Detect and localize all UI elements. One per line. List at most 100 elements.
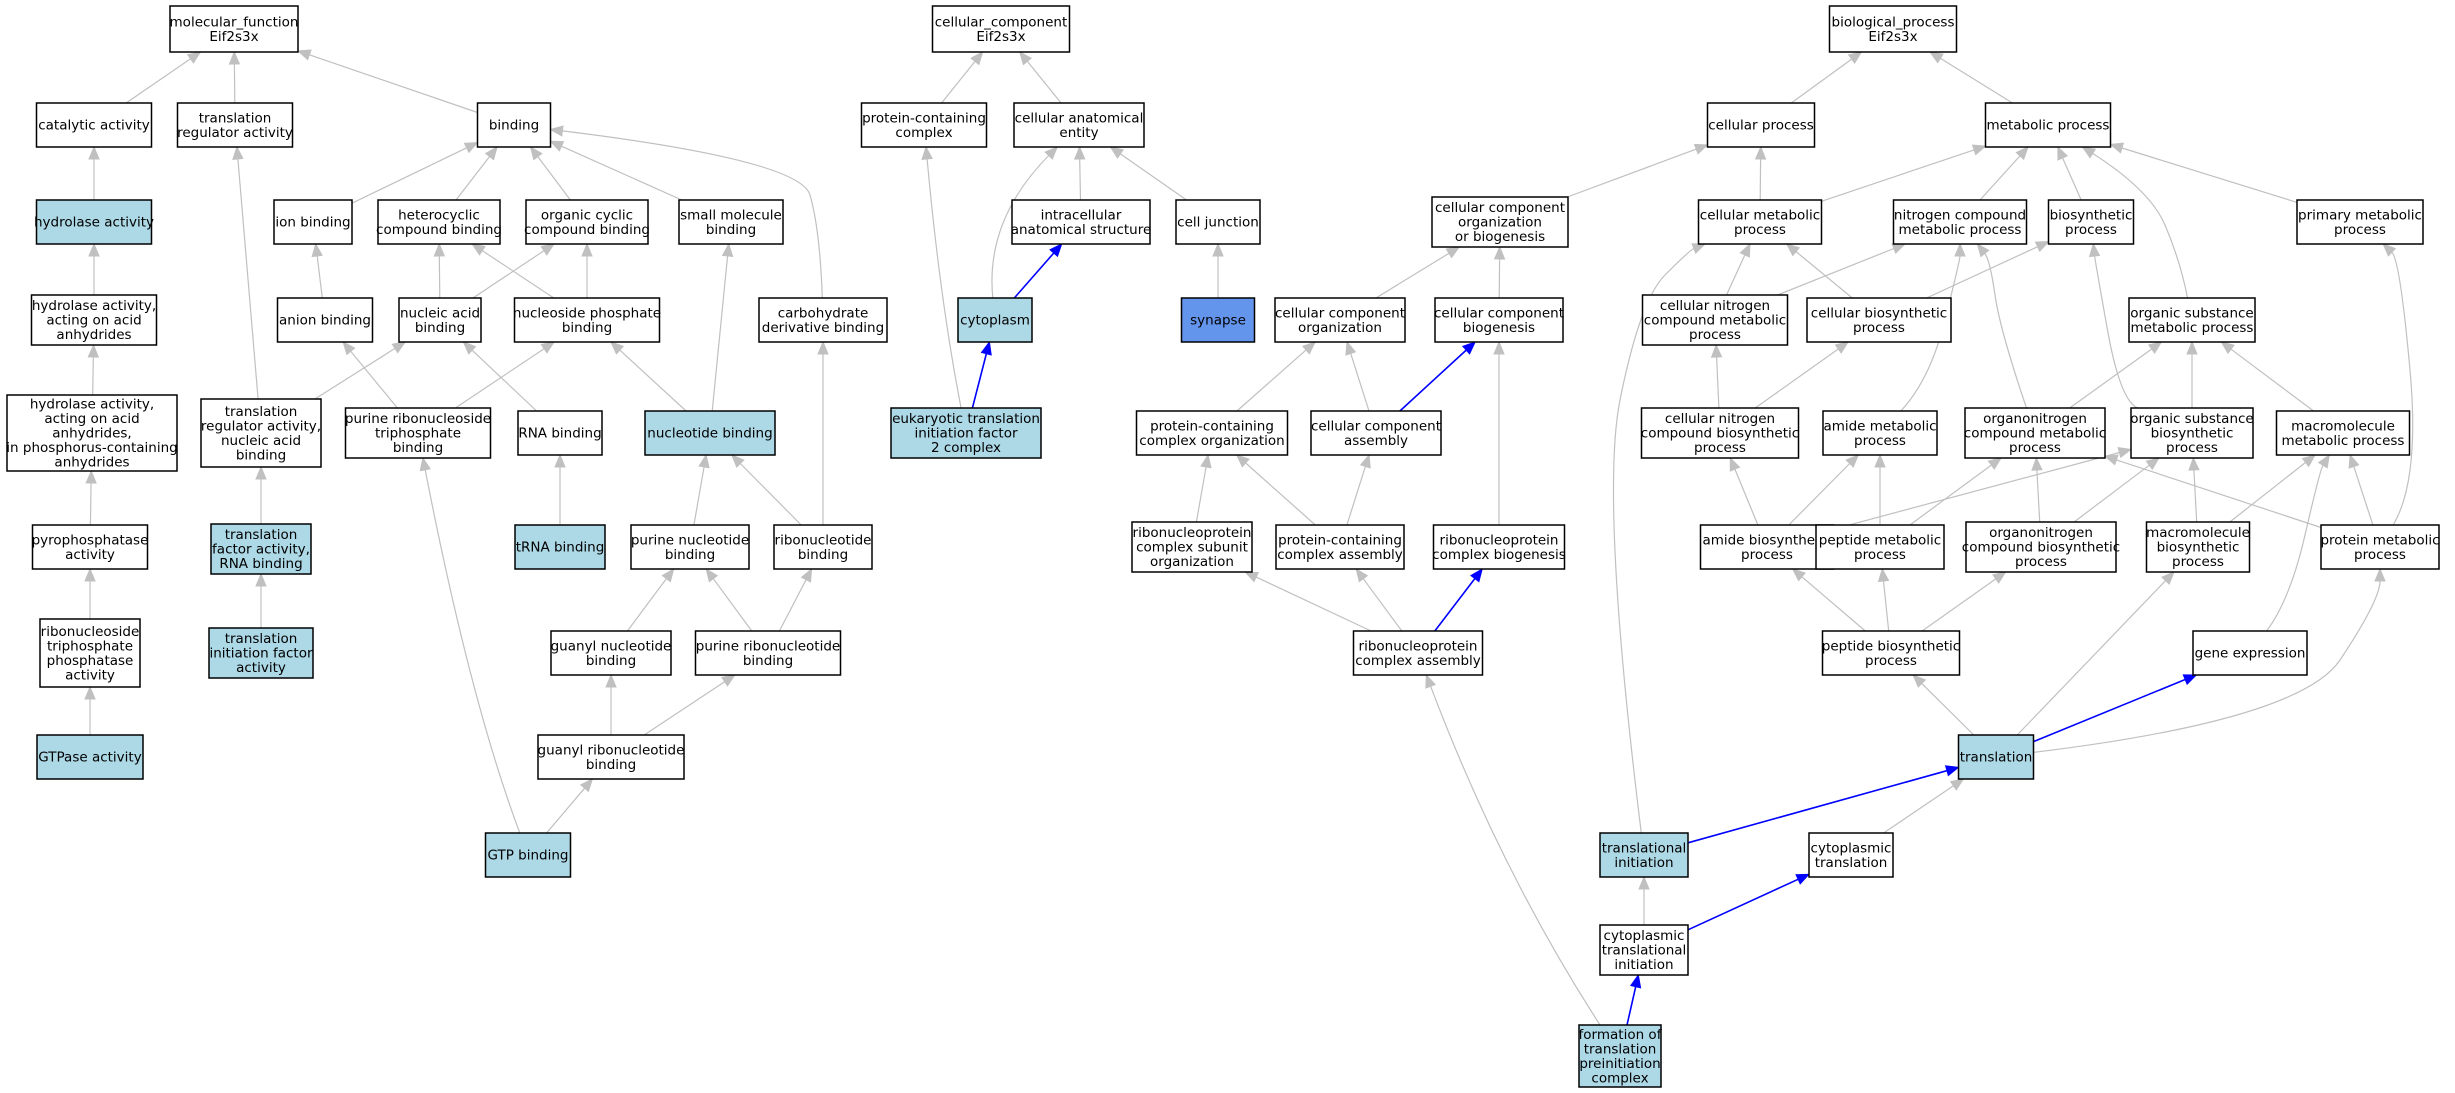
node-box xyxy=(758,297,888,343)
go-term-node-geneexp[interactable]: gene expression xyxy=(2192,630,2308,676)
go-term-node-translation[interactable]: translation xyxy=(1957,734,2035,780)
node-label-line: process xyxy=(2334,222,2386,238)
node-label-line: ribonucleoside xyxy=(41,624,140,640)
go-term-node-rntp[interactable]: ribonucleosidetriphosphatephosphataseact… xyxy=(39,618,141,688)
edge-arrowhead xyxy=(2348,453,2360,469)
go-term-node-cellproc[interactable]: cellular process xyxy=(1706,102,1816,148)
go-term-node-hydro_acid[interactable]: hydrolase activity,acting on acidanhydri… xyxy=(30,294,158,346)
go-term-node-cytoplasm[interactable]: cytoplasm xyxy=(957,297,1033,343)
edge-pcc-to-cc xyxy=(941,50,984,104)
go-term-node-hydrolase[interactable]: hydrolase activity xyxy=(34,199,154,245)
go-term-node-trna[interactable]: tRNA binding xyxy=(514,524,606,570)
node-label-line: heterocyclic xyxy=(398,207,480,223)
node-label-line: Eif2s3x xyxy=(1868,29,1917,45)
edge-biosyn-to-metab xyxy=(2057,145,2082,201)
go-term-node-rna[interactable]: RNA binding xyxy=(517,410,603,456)
go-term-node-catalytic[interactable]: catalytic activity xyxy=(35,102,153,148)
node-label-line: process xyxy=(1741,547,1793,563)
edge-arrowhead xyxy=(721,242,734,257)
go-term-node-nucleotide[interactable]: nucleotide binding xyxy=(644,410,776,456)
go-term-node-anion[interactable]: anion binding xyxy=(276,297,374,343)
edge-arrowhead xyxy=(296,49,312,61)
go-term-node-preinit[interactable]: formation oftranslationpreinitiationcomp… xyxy=(1578,1024,1663,1088)
node-label-line: amide biosynthetic xyxy=(1702,532,1831,548)
go-term-node-gtpase[interactable]: GTPase activity xyxy=(36,734,144,780)
go-term-node-gtp[interactable]: GTP binding xyxy=(484,832,572,878)
go-term-node-ion[interactable]: ion binding xyxy=(273,199,353,245)
go-term-node-metab[interactable]: metabolic process xyxy=(1984,102,2112,148)
go-term-node-hydro_phos[interactable]: hydrolase activity,acting on acidanhydri… xyxy=(6,394,178,472)
node-box xyxy=(644,410,776,456)
edge-line xyxy=(1195,466,1207,523)
edge-translation-to-peptidebio xyxy=(1912,674,1975,736)
node-box xyxy=(273,199,353,245)
edge-arrowhead xyxy=(2117,447,2133,459)
edge-arrowhead xyxy=(1834,341,1850,354)
go-term-node-synapse[interactable]: synapse xyxy=(1180,297,1256,343)
node-label-line: triphosphate xyxy=(47,638,133,654)
edge-gtp-to-prtp xyxy=(419,456,521,834)
go-term-node-celljunc[interactable]: cell junction xyxy=(1175,199,1261,245)
node-label-line: metabolic process xyxy=(2131,320,2254,336)
go-term-node-binding[interactable]: binding xyxy=(476,102,552,148)
edge-line xyxy=(1984,253,2028,409)
node-box xyxy=(1815,524,1945,570)
node-label-line: metabolic process xyxy=(1987,118,2110,134)
edge-cae-to-cc xyxy=(1018,50,1062,104)
